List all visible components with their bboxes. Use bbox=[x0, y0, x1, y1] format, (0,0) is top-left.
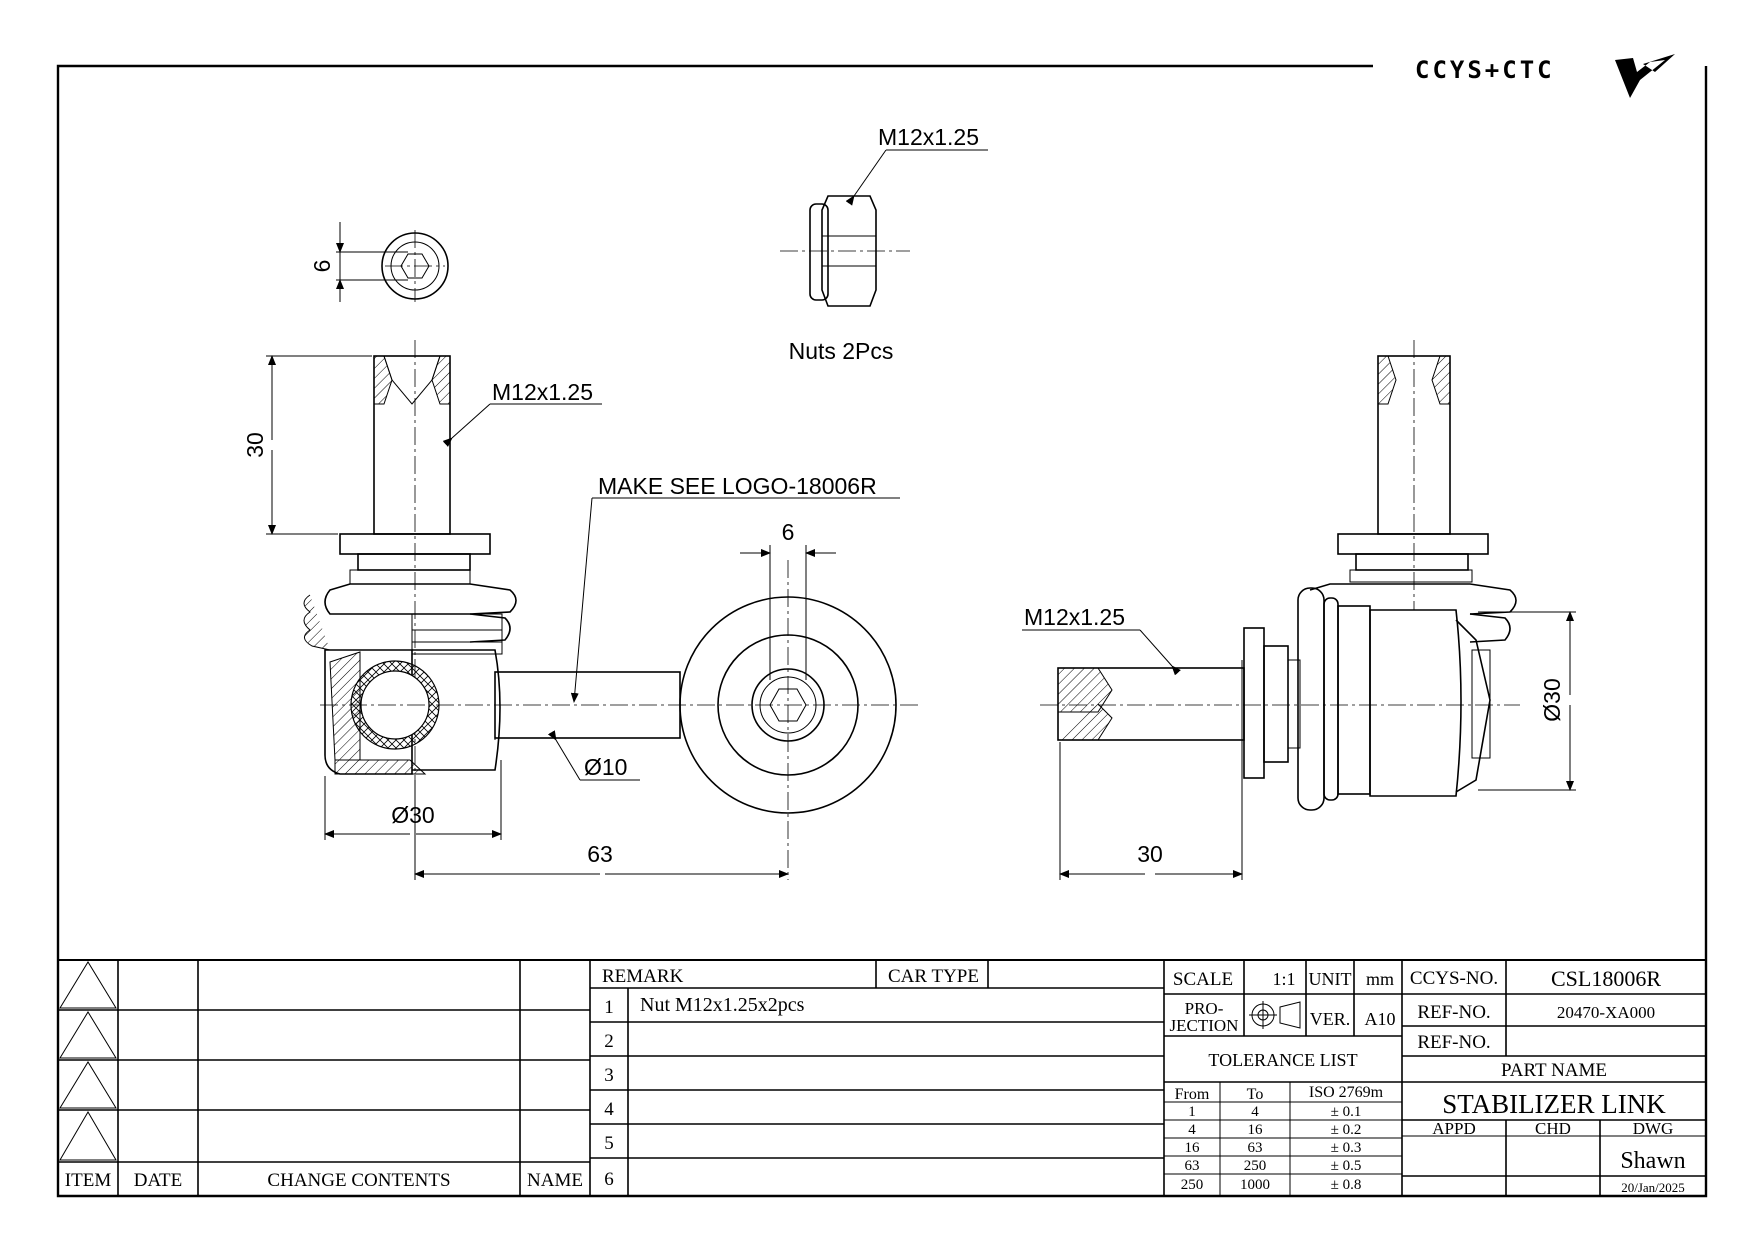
shaft-thread-callout: M12x1.25 bbox=[1024, 604, 1125, 630]
ref-no-label-1: REF-NO. bbox=[1417, 1002, 1490, 1023]
drawing-date: 20/Jan/2025 bbox=[1621, 1180, 1685, 1195]
part-name: STABILIZER LINK bbox=[1442, 1089, 1666, 1119]
tol-from: 63 bbox=[1185, 1158, 1200, 1174]
col-item: ITEM bbox=[65, 1170, 112, 1191]
make-see-logo-callout: MAKE SEE LOGO-18006R bbox=[598, 473, 877, 499]
drawn-by: Shawn bbox=[1620, 1148, 1685, 1174]
dim-rod-dia: Ø10 bbox=[584, 754, 627, 780]
dim-housing-dia: Ø30 bbox=[1539, 678, 1565, 721]
dwg-label: DWG bbox=[1633, 1119, 1674, 1138]
tol-to: 16 bbox=[1248, 1122, 1264, 1138]
appd-label: APPD bbox=[1432, 1119, 1475, 1138]
dim-shaft-length: 30 bbox=[1137, 841, 1163, 867]
tol-col-iso: ISO 2769m bbox=[1309, 1084, 1384, 1101]
tol-to: 63 bbox=[1248, 1140, 1263, 1156]
tol-value: ± 0.8 bbox=[1331, 1177, 1362, 1193]
logo-wordmark: CCYS+CTC bbox=[1415, 56, 1555, 84]
projection-label-1: PRO- bbox=[1185, 999, 1224, 1018]
remark-no: 4 bbox=[604, 1099, 614, 1120]
remark-no: 2 bbox=[604, 1031, 614, 1052]
company-logo: CCYS+CTC bbox=[1415, 54, 1675, 98]
col-date: DATE bbox=[134, 1170, 183, 1191]
tol-to: 250 bbox=[1244, 1158, 1267, 1174]
dim-hex-size-eye: 6 bbox=[782, 519, 795, 545]
tol-value: ± 0.2 bbox=[1331, 1122, 1362, 1138]
remark-no: 6 bbox=[604, 1169, 614, 1190]
tol-to: 1000 bbox=[1240, 1177, 1270, 1193]
unit-label: UNIT bbox=[1309, 969, 1352, 989]
remark-no: 5 bbox=[604, 1133, 614, 1154]
tol-value: ± 0.1 bbox=[1331, 1104, 1362, 1120]
unit-value: mm bbox=[1366, 969, 1394, 989]
revision-triangles bbox=[59, 961, 117, 1161]
projection-label-2: JECTION bbox=[1170, 1016, 1239, 1035]
tol-to: 4 bbox=[1251, 1104, 1259, 1120]
tolerance-title: TOLERANCE LIST bbox=[1208, 1050, 1357, 1070]
nuts-quantity-note: Nuts 2Pcs bbox=[789, 338, 894, 364]
chd-label: CHD bbox=[1535, 1119, 1571, 1138]
remark-label: REMARK bbox=[602, 966, 684, 987]
remark-text: Nut M12x1.25x2pcs bbox=[640, 994, 805, 1016]
remark-no: 3 bbox=[604, 1065, 614, 1086]
nut-thread-callout: M12x1.25 bbox=[878, 124, 979, 150]
scale-value: 1:1 bbox=[1272, 969, 1295, 989]
tol-value: ± 0.3 bbox=[1331, 1140, 1362, 1156]
tol-col-from: From bbox=[1175, 1086, 1210, 1103]
tol-from: 4 bbox=[1188, 1122, 1196, 1138]
ref-no-label-2: REF-NO. bbox=[1417, 1032, 1490, 1053]
remarks-table: REMARK CAR TYPE 1 Nut M12x1.25x2pcs 2 3 … bbox=[590, 960, 1165, 1196]
dim-center-distance: 63 bbox=[587, 841, 613, 867]
sheet-border bbox=[56, 64, 1708, 1198]
col-name: NAME bbox=[527, 1170, 583, 1191]
col-change-contents: CHANGE CONTENTS bbox=[267, 1170, 450, 1191]
part-name-label: PART NAME bbox=[1501, 1060, 1607, 1081]
car-type-label: CAR TYPE bbox=[888, 966, 979, 987]
tol-col-to: To bbox=[1247, 1086, 1264, 1103]
revision-block: ITEM DATE CHANGE CONTENTS NAME bbox=[58, 960, 591, 1196]
ccys-no: CSL18006R bbox=[1551, 966, 1661, 991]
dim-ball-dia: Ø30 bbox=[391, 802, 434, 828]
scale-label: SCALE bbox=[1173, 969, 1233, 990]
tol-from: 1 bbox=[1188, 1104, 1196, 1120]
logo-mark-icon bbox=[1615, 54, 1675, 98]
dim-stud-length: 30 bbox=[242, 432, 268, 458]
ref-no-1: 20470-XA000 bbox=[1557, 1003, 1655, 1022]
side-view: M12x1.25 30 Ø30 bbox=[1022, 340, 1576, 880]
first-angle-projection-icon bbox=[1249, 1001, 1301, 1029]
ver-label: VER. bbox=[1310, 1009, 1351, 1029]
ccys-no-label: CCYS-NO. bbox=[1410, 968, 1498, 989]
ver-value: A10 bbox=[1365, 1009, 1396, 1029]
tol-value: ± 0.5 bbox=[1331, 1158, 1362, 1174]
tol-from: 16 bbox=[1185, 1140, 1201, 1156]
front-section-view: 6 M12x1.25 30 MAKE SEE LOGO-18006R Ø10 Ø… bbox=[242, 340, 920, 880]
stud-thread-callout: M12x1.25 bbox=[492, 379, 593, 405]
title-block: CCYS-NO. CSL18006R REF-NO. 20470-XA000 R… bbox=[1402, 960, 1706, 1196]
nut-view: M12x1.25 Nuts 2Pcs bbox=[780, 124, 988, 364]
tol-from: 250 bbox=[1181, 1177, 1204, 1193]
spec-block: SCALE 1:1 UNIT mm PRO- JECTION VER. A10 … bbox=[1164, 960, 1403, 1196]
remark-no: 1 bbox=[604, 997, 614, 1018]
dim-hex-size-top: 6 bbox=[309, 260, 335, 273]
socket-end-view: 6 bbox=[309, 222, 449, 302]
